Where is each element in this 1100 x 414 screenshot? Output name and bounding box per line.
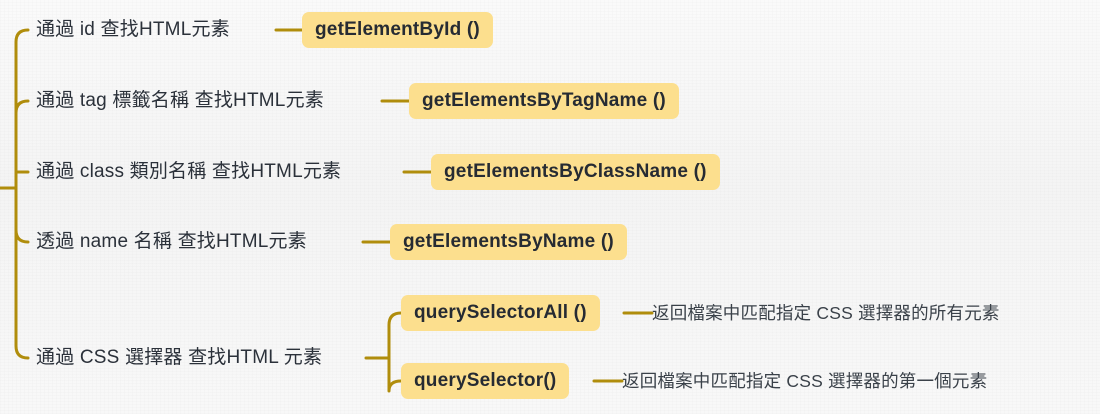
method-badge-get-elements-by-tag-name[interactable]: getElementsByTagName () [409, 83, 679, 119]
elbow-query-selector-all [387, 311, 403, 327]
method-badge-query-selector[interactable]: querySelector() [401, 363, 570, 399]
branch-label-by-name: 透過 name 名稱 查找HTML元素 [36, 231, 307, 252]
method-badge-query-selector-all[interactable]: querySelectorAll () [401, 295, 600, 331]
method-badge-get-elements-by-class-name[interactable]: getElementsByClassName () [431, 154, 720, 190]
elbow-by-css [14, 344, 30, 360]
method-badge-get-element-by-id[interactable]: getElementById () [302, 12, 493, 48]
elbow-by-id [14, 28, 30, 44]
description-query-selector-all: 返回檔案中匹配指定 CSS 選擇器的所有元素 [652, 303, 1000, 323]
branch-label-by-tag: 通過 tag 標籤名稱 查找HTML元素 [36, 90, 324, 111]
branch-label-by-id: 通過 id 查找HTML元素 [36, 19, 230, 40]
description-query-selector: 返回檔案中匹配指定 CSS 選擇器的第一個元素 [622, 371, 988, 391]
elbow-by-name [14, 228, 30, 244]
method-badge-get-elements-by-name[interactable]: getElementsByName () [390, 224, 627, 260]
branch-label-by-class: 通過 class 類別名稱 查找HTML元素 [36, 161, 342, 182]
elbow-query-selector [387, 379, 403, 393]
elbow-by-tag [14, 99, 30, 115]
branch-label-by-css: 通過 CSS 選擇器 查找HTML 元素 [36, 347, 323, 368]
